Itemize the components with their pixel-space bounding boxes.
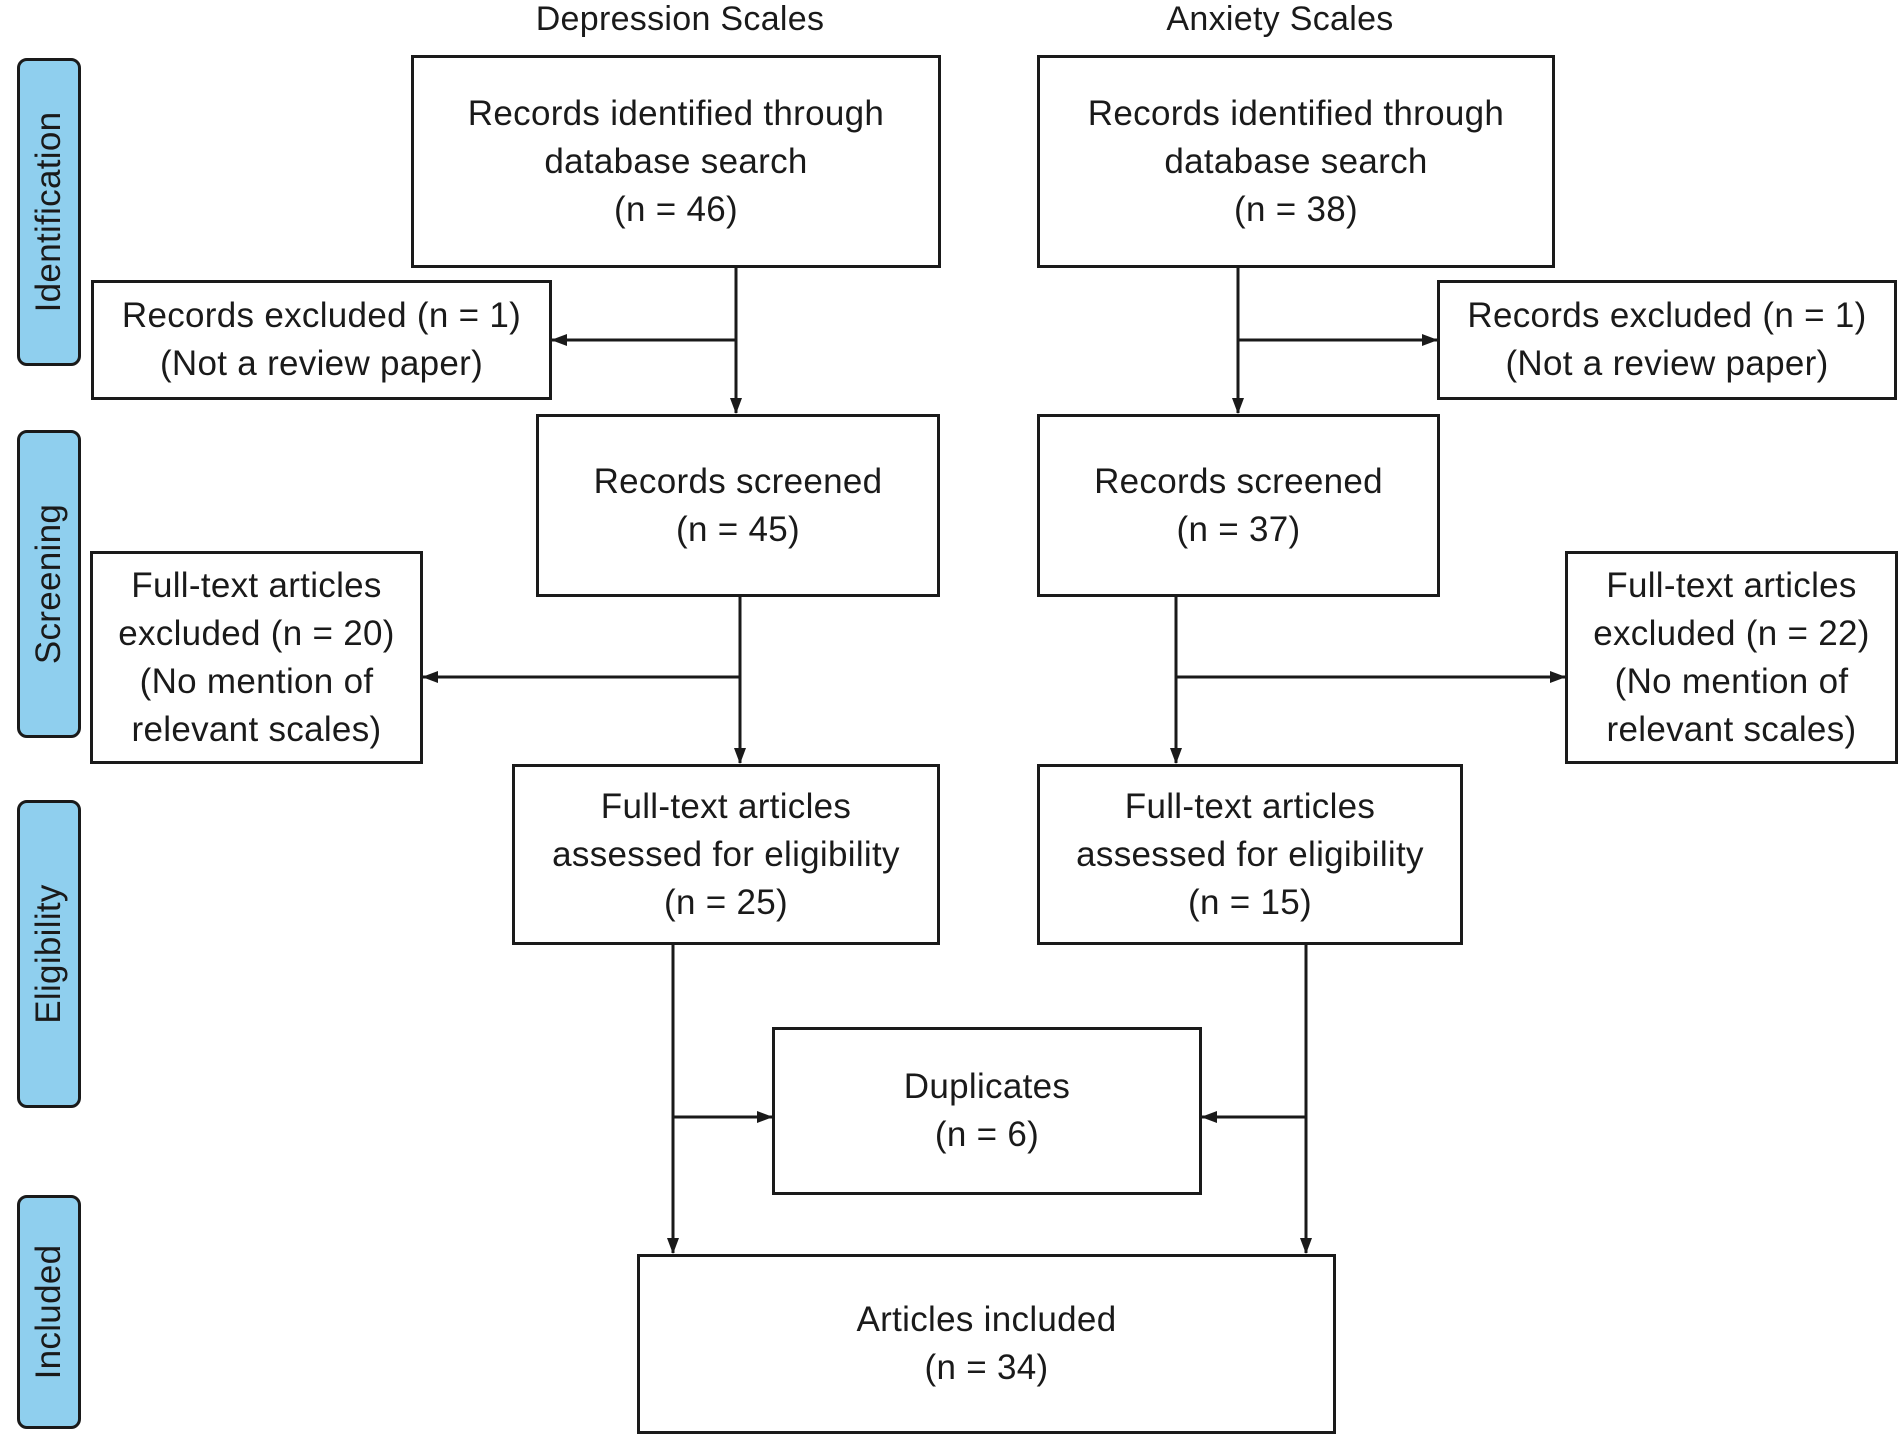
box-line: relevant scales) xyxy=(131,709,382,749)
dep-assessed-box: Full-text articles assessed for eligibil… xyxy=(512,764,940,945)
box-line: (n = 15) xyxy=(1188,882,1312,922)
anx-excluded-records-box: Records excluded (n = 1) (Not a review p… xyxy=(1437,280,1897,400)
box-line: Full-text articles xyxy=(600,786,852,826)
box-line: (n = 6) xyxy=(934,1115,1040,1154)
anx-excluded-fulltext-box: Full-text articles excluded (n = 22) (No… xyxy=(1565,551,1898,764)
box-line: Duplicates xyxy=(903,1067,1071,1106)
stage-included: Included xyxy=(17,1195,81,1429)
box-line: Full-text articles xyxy=(131,565,382,605)
box-line: database search xyxy=(544,141,808,181)
dep-screened-box: Records screened (n = 45) xyxy=(536,414,940,597)
dep-identified-box: Records identified through database sear… xyxy=(411,55,941,268)
stage-screening: Screening xyxy=(17,430,81,738)
included-box: Articles included (n = 34) xyxy=(637,1254,1336,1434)
box-line: Full-text articles xyxy=(1606,565,1857,605)
box-line: excluded (n = 22) xyxy=(1593,613,1870,653)
box-line: Articles included xyxy=(856,1300,1117,1339)
box-line: Records screened xyxy=(1094,461,1383,501)
stage-identification: Identification xyxy=(17,58,81,366)
anx-identified-box: Records identified through database sear… xyxy=(1037,55,1555,268)
duplicates-box: Duplicates (n = 6) xyxy=(772,1027,1202,1195)
depression-column-title: Depression Scales xyxy=(535,0,825,38)
box-line: Records identified through xyxy=(467,93,885,133)
box-line: Full-text articles xyxy=(1124,786,1376,826)
dep-excluded-fulltext-box: Full-text articles excluded (n = 20) (No… xyxy=(90,551,423,764)
box-line: Records screened xyxy=(593,461,883,501)
box-line: (No mention of xyxy=(1614,661,1849,701)
box-line: (Not a review paper) xyxy=(159,344,484,383)
box-line: database search xyxy=(1164,141,1428,181)
box-line: Records excluded (n = 1) xyxy=(121,296,522,335)
box-line: (n = 37) xyxy=(1176,509,1301,549)
box-line: assessed for eligibility xyxy=(552,834,900,874)
box-line: (n = 34) xyxy=(924,1348,1049,1387)
box-line: Records identified through xyxy=(1087,93,1505,133)
box-line: (n = 38) xyxy=(1234,189,1358,229)
box-line: Records excluded (n = 1) xyxy=(1467,296,1867,335)
box-line: assessed for eligibility xyxy=(1076,834,1424,874)
anxiety-column-title: Anxiety Scales xyxy=(1166,0,1394,38)
box-line: (n = 45) xyxy=(676,509,800,549)
box-line: (n = 25) xyxy=(664,882,788,922)
stage-eligibility: Eligibility xyxy=(17,800,81,1108)
anx-assessed-box: Full-text articles assessed for eligibil… xyxy=(1037,764,1463,945)
box-line: (Not a review paper) xyxy=(1505,344,1829,383)
box-line: (No mention of xyxy=(139,661,374,701)
dep-excluded-records-box: Records excluded (n = 1) (Not a review p… xyxy=(91,280,552,400)
box-line: excluded (n = 20) xyxy=(118,613,395,653)
anx-screened-box: Records screened (n = 37) xyxy=(1037,414,1440,597)
box-line: (n = 46) xyxy=(614,189,738,229)
box-line: relevant scales) xyxy=(1606,709,1857,749)
